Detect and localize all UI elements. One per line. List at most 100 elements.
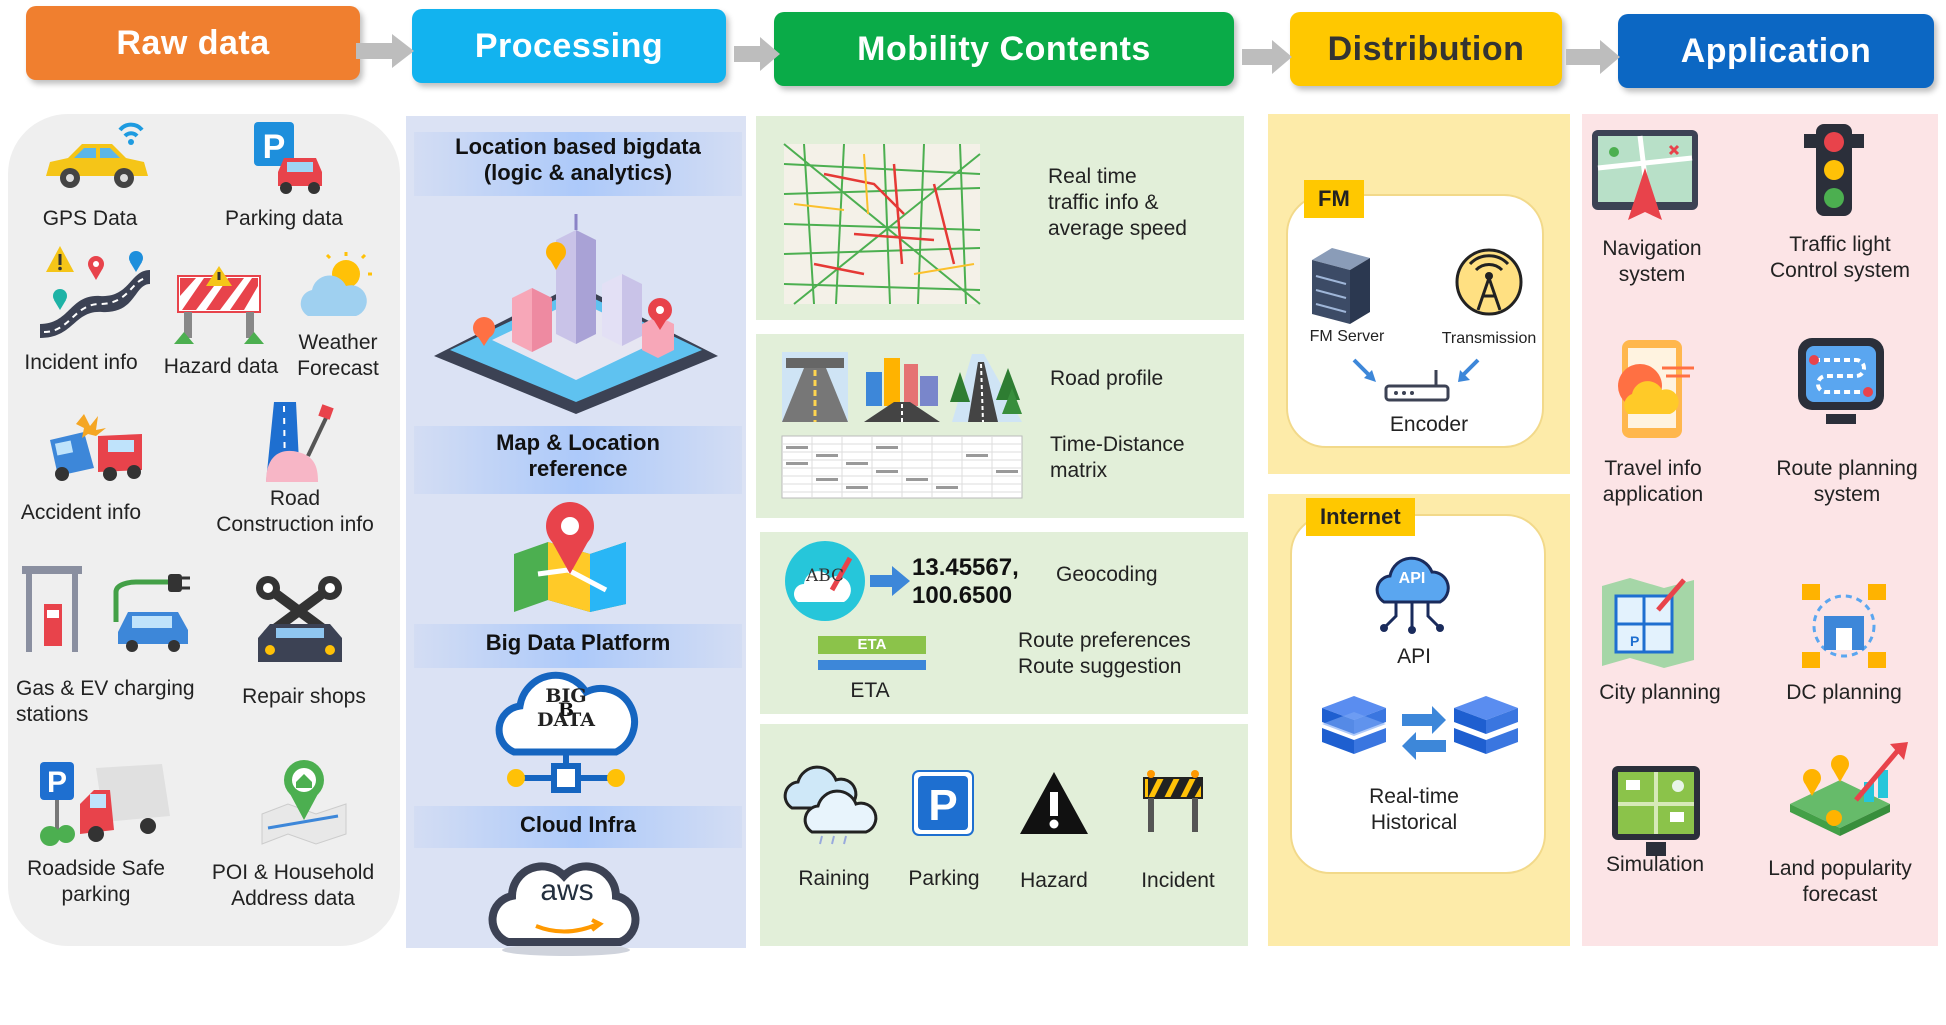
- aws-cloud-icon: [488, 862, 640, 956]
- gps-data-label: GPS Data: [42, 207, 138, 230]
- database-sync-icon: [1322, 696, 1518, 760]
- coordinates-label: 13.45567, 100.6500: [912, 554, 1019, 609]
- road-forest-icon: [950, 354, 1022, 423]
- gas-ev-charging-label: Gas & EV charging stations: [16, 677, 195, 726]
- traffic-light-icon: [1804, 124, 1864, 216]
- travel-info-application-label: Travel info application: [1602, 457, 1704, 506]
- fm-server-icon: [1312, 248, 1370, 324]
- incident-event-label: Incident: [1141, 869, 1215, 892]
- weather-icon: [300, 252, 372, 316]
- api-icon-text: API: [1398, 570, 1426, 587]
- traffic-light-control-label: Traffic light Control system: [1769, 233, 1911, 282]
- eta-bar-lower: [818, 660, 926, 670]
- header-application: Application: [1618, 14, 1934, 88]
- realtime-traffic-label: Real time traffic info & average speed: [1048, 165, 1187, 240]
- road-construction-icon: [266, 402, 334, 482]
- route-planning-system-label: Route planning system: [1776, 457, 1918, 506]
- accident-icon: [50, 414, 142, 481]
- repair-shops-label: Repair shops: [242, 685, 366, 708]
- api-label: API: [1397, 645, 1431, 668]
- svg-text:P: P: [1630, 633, 1639, 649]
- abc-label: ABC: [805, 566, 845, 586]
- parking-icon: P: [254, 122, 322, 194]
- svg-text:P: P: [928, 781, 957, 830]
- road-city-icon: [864, 358, 940, 422]
- header-processing: Processing: [412, 9, 726, 83]
- realtime-historical-label: Real-time Historical: [1369, 785, 1459, 834]
- road-profile-label: Road profile: [1050, 367, 1164, 390]
- incident-road-icon: [40, 246, 150, 338]
- fm-tag: FM: [1304, 180, 1364, 218]
- smart-city-icon: [434, 214, 718, 414]
- mobility-events-panel: [760, 724, 1248, 946]
- parking-event-label: Parking: [908, 867, 980, 890]
- incident-barrier-icon: [1143, 770, 1203, 832]
- traffic-map-image: [783, 143, 981, 305]
- land-popularity-forecast-label: Land popularity forecast: [1768, 857, 1912, 906]
- fm-server-label: FM Server: [1309, 328, 1385, 345]
- transmission-label: Transmission: [1441, 330, 1537, 347]
- dc-planning-icon: [1802, 584, 1886, 668]
- city-planning-icon: P: [1602, 578, 1694, 668]
- header-raw-data: Raw data: [26, 6, 360, 80]
- city-planning-label: City planning: [1599, 681, 1721, 704]
- map-location-reference-label: Map & Location reference: [414, 426, 742, 494]
- time-distance-matrix-label: Time-Distance matrix: [1050, 433, 1185, 482]
- simulation-icon: [1612, 766, 1700, 856]
- hazard-event-label: Hazard: [1020, 869, 1088, 892]
- poi-household-label: POI & Household Address data: [211, 861, 375, 910]
- dc-planning-label: DC planning: [1786, 681, 1902, 704]
- gas-ev-station-icon: [22, 566, 190, 652]
- header-distribution: Distribution: [1290, 12, 1562, 86]
- land-popularity-icon: [1790, 742, 1908, 836]
- api-cloud-icon: [1375, 556, 1450, 634]
- flow-arrow-icon: [734, 37, 780, 71]
- simulation-label: Simulation: [1605, 853, 1705, 876]
- weather-forecast-label: Weather Forecast: [297, 331, 379, 380]
- roadside-safe-parking-label: Roadside Safe parking: [27, 857, 165, 906]
- flow-arrow-icon: [356, 34, 414, 68]
- hazard-barrier-icon: [174, 266, 264, 344]
- raining-label: Raining: [798, 867, 870, 890]
- flow-arrow-icon: [1242, 40, 1292, 74]
- poi-map-icon: [261, 760, 347, 845]
- big-data-cloud-icon: B: [495, 671, 639, 793]
- rain-cloud-icon: [783, 765, 878, 845]
- map-pin-icon: [514, 502, 626, 612]
- incident-info-label: Incident info: [24, 351, 138, 374]
- parking-data-label: Parking data: [225, 207, 343, 230]
- flow-arrow-icon: [1566, 40, 1620, 74]
- eta-label: ETA: [850, 679, 890, 702]
- abc-pen-icon: [785, 541, 865, 621]
- hazard-warning-icon: [1020, 772, 1088, 834]
- accident-info-label: Accident info: [20, 501, 142, 524]
- route-preferences-label: Route preferences Route suggestion: [1018, 629, 1191, 678]
- big-data-platform-label: Big Data Platform: [414, 624, 742, 668]
- geocoding-label: Geocoding: [1056, 563, 1158, 586]
- route-planning-icon: [1798, 338, 1884, 424]
- travel-info-icon: [1618, 340, 1694, 438]
- header-mobility-contents: Mobility Contents: [774, 12, 1234, 86]
- convert-arrow-icon: [870, 566, 910, 596]
- parking-sign-icon: P: [912, 770, 974, 836]
- navigation-map-icon: [1592, 130, 1698, 220]
- car-gps-icon: [46, 122, 148, 188]
- repair-shop-icon: [256, 576, 342, 662]
- road-highway-icon: [782, 352, 848, 422]
- encoder-flow-icon: [1352, 358, 1480, 402]
- big-data-cloud-label: BIG DATA: [536, 685, 596, 731]
- internet-tag: Internet: [1306, 498, 1415, 536]
- roadside-parking-icon: P: [40, 762, 170, 846]
- time-distance-table-image: [781, 435, 1023, 499]
- encoder-label: Encoder: [1389, 413, 1469, 436]
- transmission-tower-icon: [1455, 248, 1523, 316]
- big-data-cloud-text: B: [558, 699, 574, 721]
- navigation-system-label: Navigation system: [1602, 237, 1702, 286]
- road-construction-label: Road Construction info: [216, 487, 374, 536]
- fm-box: [1286, 194, 1544, 448]
- svg-text:P: P: [47, 766, 67, 799]
- location-bigdata-label: Location based bigdata (logic & analytic…: [414, 132, 742, 196]
- aws-label: aws: [540, 874, 594, 907]
- eta-bar: ETA: [818, 636, 926, 654]
- svg-text:P: P: [263, 128, 286, 166]
